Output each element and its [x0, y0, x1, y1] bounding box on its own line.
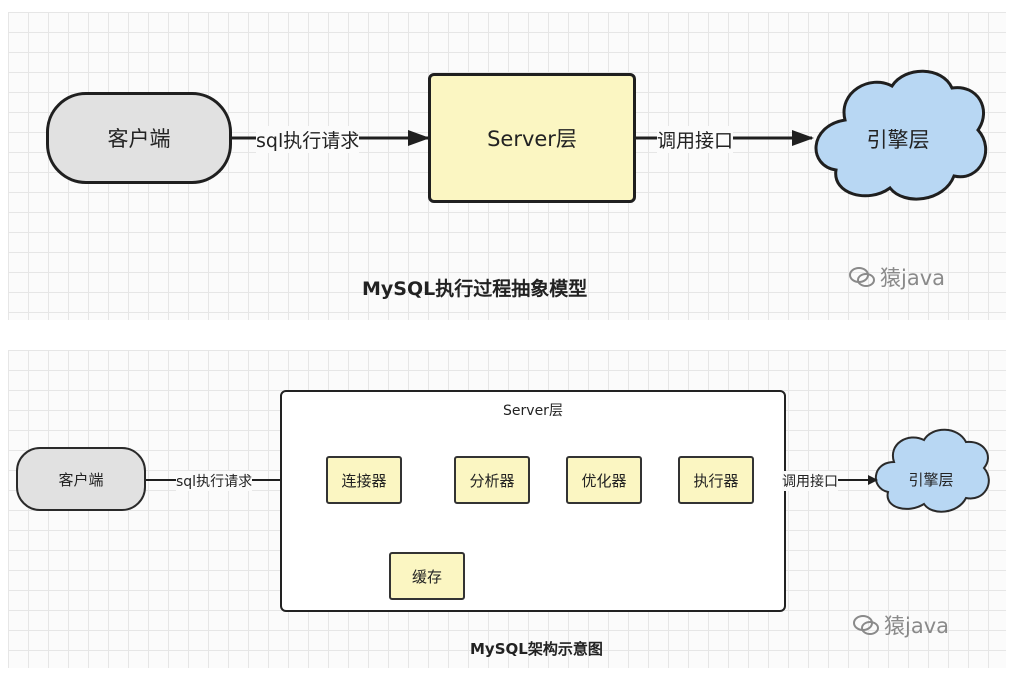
sql-request-label-top: sql执行请求: [256, 126, 360, 153]
cache-node: 缓存: [389, 552, 465, 600]
server-layer-title-bottom: Server层: [503, 403, 563, 419]
client-node-bottom: 客户端: [16, 447, 146, 511]
watermark-text-top: 猿java: [880, 266, 945, 290]
engine-layer-label-top: 引擎层: [866, 128, 930, 152]
engine-cloud-top: [814, 69, 988, 201]
executor-node: 执行器: [678, 456, 754, 504]
server-layer-node-top: Server层: [428, 73, 636, 203]
engine-layer-label-bottom: 引擎层: [908, 470, 954, 489]
watermark-top: 猿java: [848, 262, 945, 292]
call-api-label-bottom: 调用接口: [782, 471, 838, 491]
client-node-top: 客户端: [46, 92, 232, 184]
wechat-logo-icon: [853, 615, 879, 635]
wechat-logo-icon: [849, 267, 875, 287]
sql-request-label-bottom: sql执行请求: [176, 471, 253, 491]
top-diagram-caption: MySQL执行过程抽象模型: [362, 278, 588, 300]
watermark-bottom: 猿java: [852, 610, 949, 640]
analyzer-node: 分析器: [454, 456, 530, 504]
watermark-text-bottom: 猿java: [884, 614, 949, 638]
engine-cloud-bottom: [874, 428, 990, 513]
bottom-diagram-caption: MySQL架构示意图: [470, 640, 603, 658]
optimizer-node: 优化器: [566, 456, 642, 504]
call-api-label-top: 调用接口: [657, 126, 734, 153]
connector-node: 连接器: [326, 456, 402, 504]
